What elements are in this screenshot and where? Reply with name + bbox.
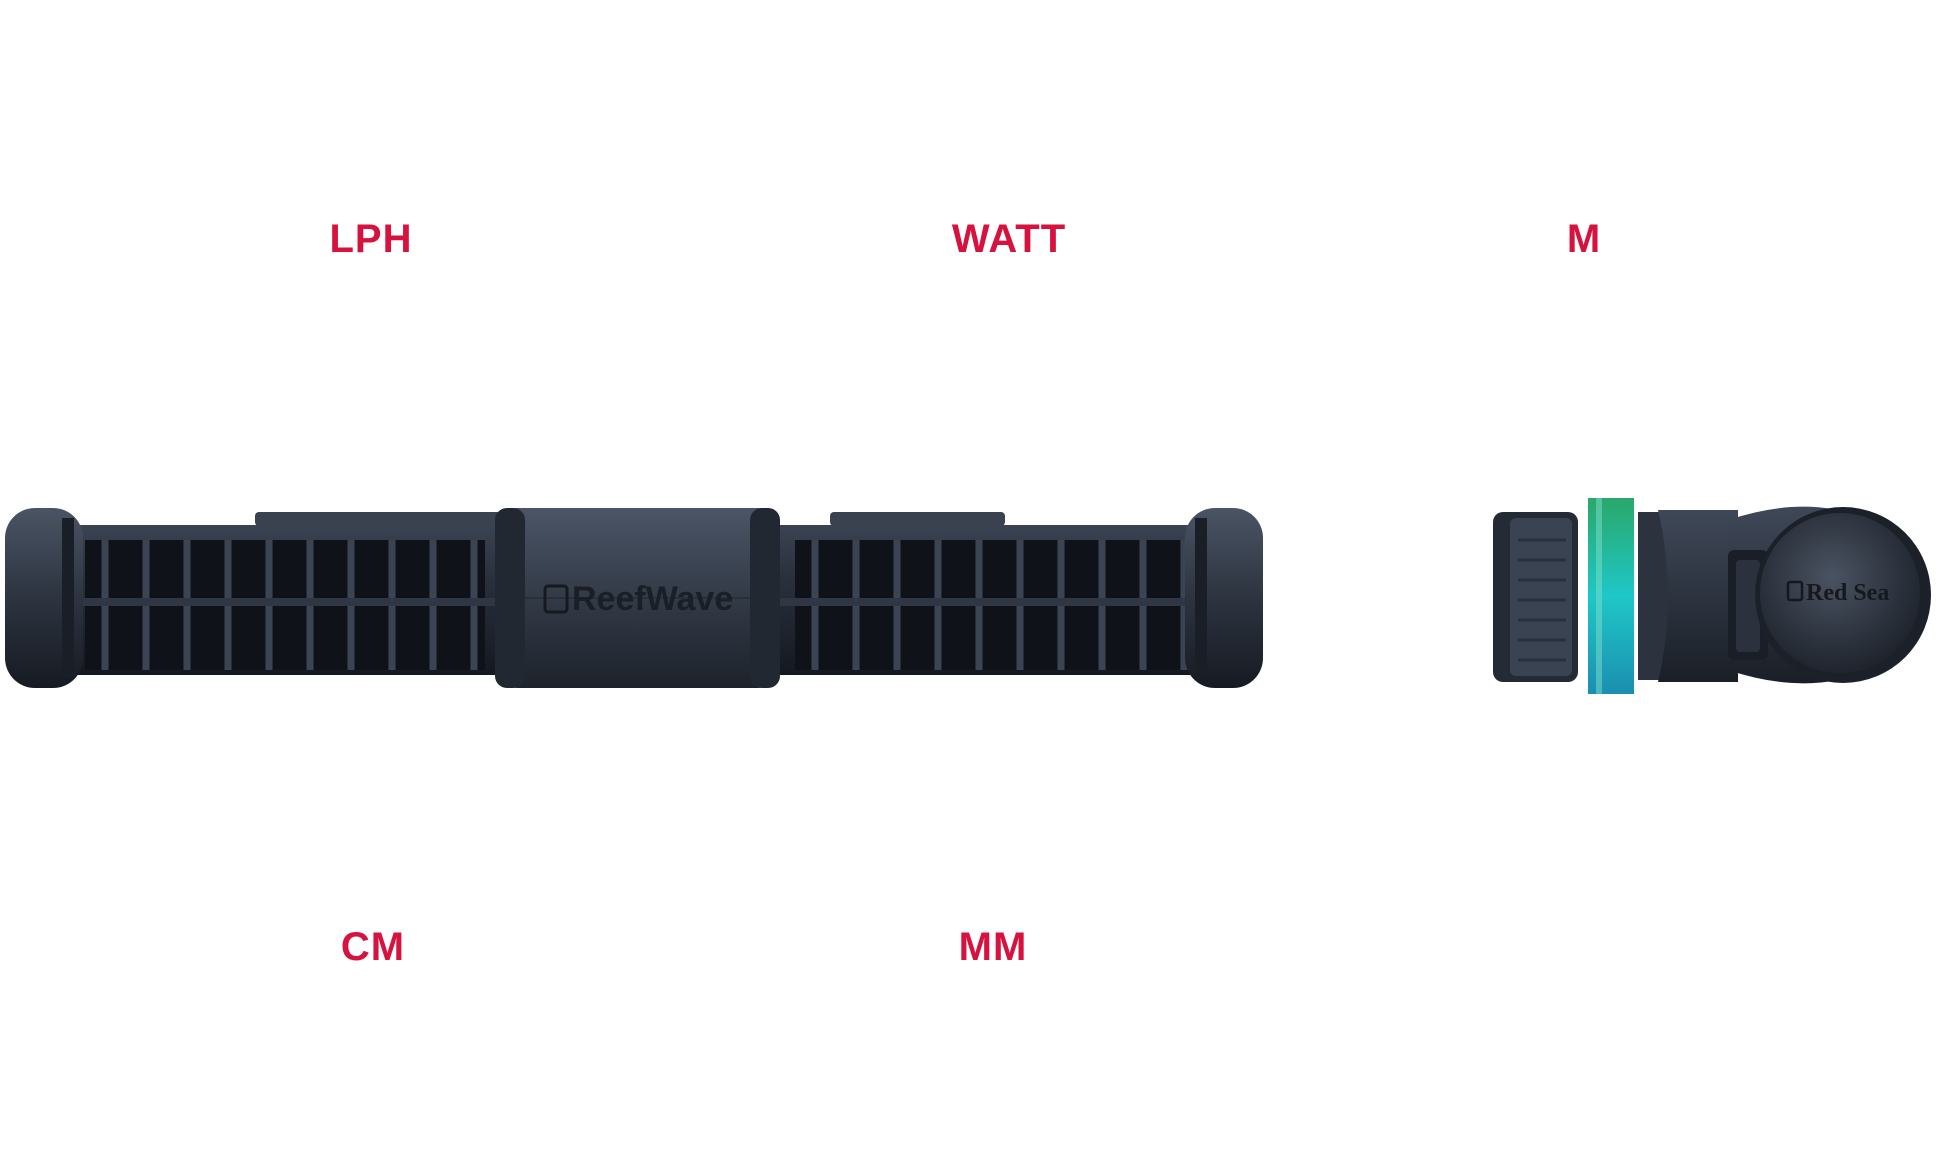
cable-length-label: M bbox=[1566, 217, 1602, 261]
glass-thickness-label: MM bbox=[958, 925, 1028, 969]
pump-top-ridge-left bbox=[255, 512, 520, 526]
svg-text:ReefWave: ReefWave bbox=[572, 580, 733, 618]
magnet-mount-image: Red Sea bbox=[1493, 498, 1931, 694]
reefwave-pump-image: ReefWave bbox=[5, 508, 1263, 688]
pump-top-ridge-right bbox=[830, 512, 1005, 526]
pump-grille-left bbox=[85, 540, 485, 670]
flow-rate-label: LPH bbox=[329, 217, 413, 261]
pump-length-label: CM bbox=[340, 925, 406, 969]
mount-disc bbox=[1760, 513, 1920, 673]
aquarium-glass bbox=[1588, 498, 1634, 694]
red-sea-logo: Red Sea bbox=[1786, 580, 1889, 606]
pump-grille-right bbox=[795, 540, 1205, 670]
reefwave-logo: ReefWave bbox=[543, 580, 733, 618]
svg-text:Red Sea: Red Sea bbox=[1806, 580, 1889, 606]
power-label: WATT bbox=[951, 217, 1067, 261]
